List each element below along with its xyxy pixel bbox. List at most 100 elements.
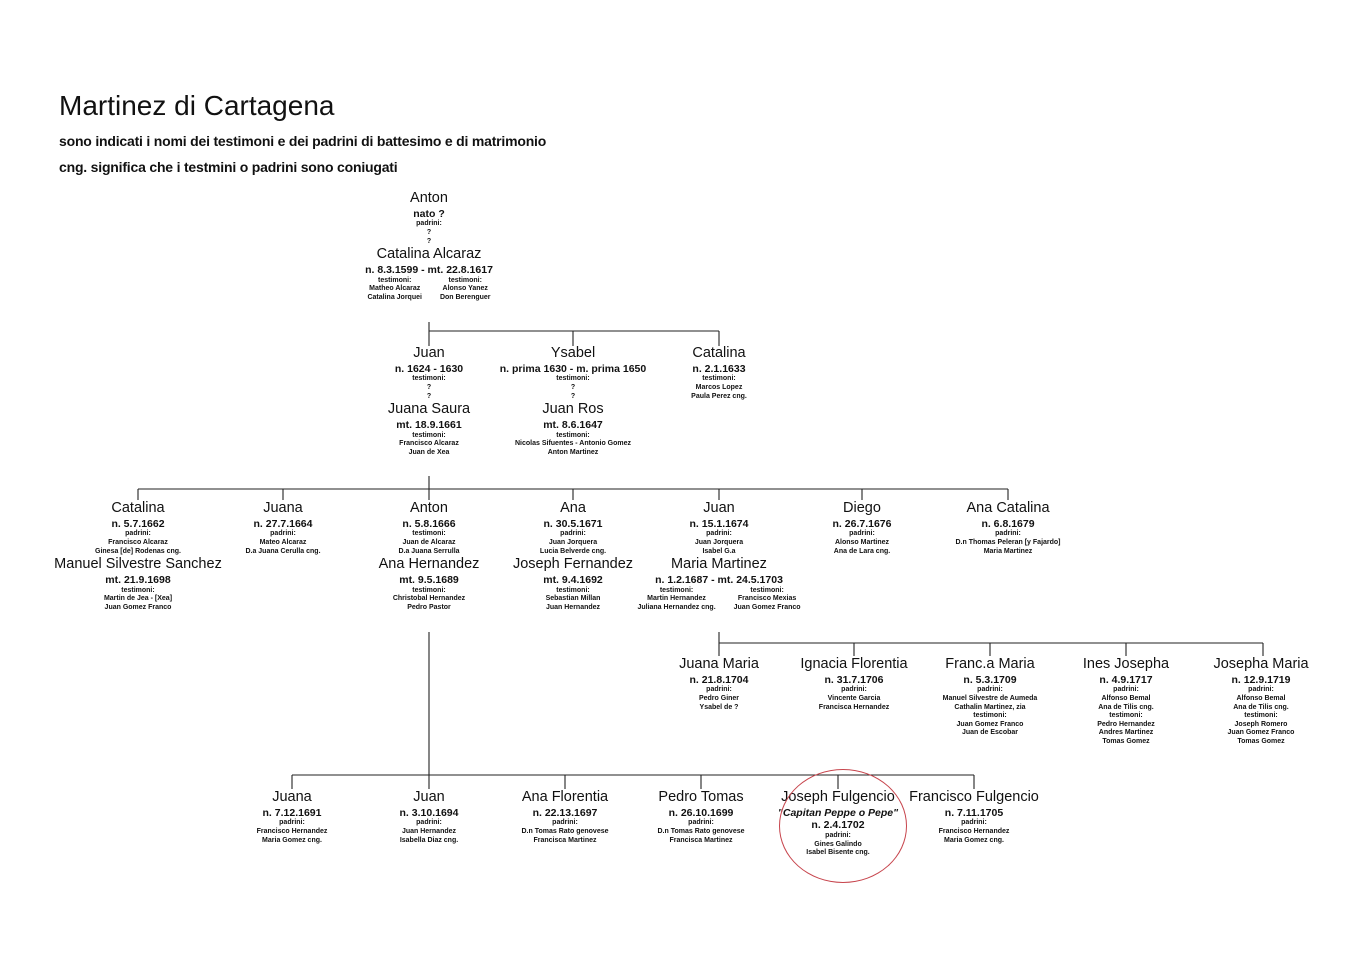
witness: ? [570,392,576,400]
role-label: testimoni: [412,431,446,439]
highlight-circle [779,769,907,883]
person-name: Juana [263,500,303,516]
person-anton-root: Anton nato ? padrini: ? ? Catalina Alcar… [365,190,493,302]
witness: Ana de Lara cng. [833,547,891,555]
spouse-dates: n. 8.3.1599 - mt. 22.8.1617 [365,263,493,276]
person-dates: n. 1624 - 1630 [394,362,464,375]
person-dates: n. 6.8.1679 [981,517,1035,530]
witness: Francisca Martinez [669,836,733,844]
witness: Manuel Silvestre de Aumeda [942,695,1038,703]
role-label: testimoni: [412,375,446,383]
witness-columns: testimoni: Matheo Alcaraz Catalina Jorqu… [365,277,493,303]
person-catalina-gen3: Catalina n. 5.7.1662 padrini: Francisco … [54,500,222,612]
person-ines-josepha: Ines Josepha n. 4.9.1717 padrini: Alfons… [1083,656,1169,746]
witness: Juan Gomez Franco [733,603,801,611]
role-label: padrini: [688,819,714,827]
witness: Pedro Giner [698,695,740,703]
witness: ? [426,237,432,245]
witness: Francisco Hernandez [938,828,1010,836]
witness: Maria Gomez cng. [944,836,1004,844]
role-label: testimoni: [121,586,155,594]
role-label: padrini: [849,530,875,538]
witness: Mateo Alcaraz [259,539,307,547]
person-juan-gen2: Juan n. 1624 - 1630 testimoni: ? ? Juana… [388,345,470,457]
witness: Maria Martinez [983,547,1033,555]
person-name: Diego [843,500,881,516]
person-dates: n. 12.9.1719 [1231,673,1291,686]
witness: Pedro Pastor [407,603,451,611]
witness: Juan Gomez Franco [956,720,1024,728]
witness: Sebastian Millan [545,595,601,603]
person-pedro-tomas: Pedro Tomas n. 26.10.1699 padrini: D.n T… [657,789,744,845]
witness: Juan Hernandez [401,828,457,836]
role-label: padrini: [560,530,586,538]
person-dates: nato ? [413,207,445,220]
person-juan-gen4: Juan n. 3.10.1694 padrini: Juan Hernande… [400,789,459,845]
person-dates: n. 2.1.1633 [692,362,746,375]
witness: Alfonso Bemal [1236,695,1286,703]
witness: Martin Hernandez [647,595,706,603]
person-juana-gen4: Juana n. 7.12.1691 padrini: Francisco He… [257,789,328,845]
witness: Paula Perez cng. [691,392,747,400]
person-dates: n. 31.7.1706 [824,673,884,686]
witness: Alfonso Bemal [1101,695,1151,703]
role-label: padrini: [995,530,1021,538]
role-label: testimoni: [377,276,412,284]
person-dates: n. 21.8.1704 [689,673,749,686]
witness: Maria Gomez cng. [262,836,322,844]
witness: Ana de Tilis cng. [1098,703,1154,711]
witness: Matheo Alcaraz [369,285,421,293]
witness: Juliana Hernandez cng. [637,603,716,611]
role-label: testimoni: [973,712,1007,720]
spouse-name: Juan Ros [542,401,604,418]
person-dates: n. prima 1630 - m. prima 1650 [499,362,647,375]
role-label: padrini: [416,220,442,228]
role-label: padrini: [416,819,442,827]
person-diego: Diego n. 26.7.1676 padrini: Alonso Marti… [833,500,892,556]
person-dates: n. 4.9.1717 [1099,673,1153,686]
person-dates: n. 22.13.1697 [532,806,598,819]
witness: Marcos Lopez [695,384,743,392]
person-juan-gen3: Juan n. 15.1.1674 padrini: Juan Jorquera… [637,500,800,612]
witness: Juan Hernandez [545,603,601,611]
witness: Martin de Jea - [Xea] [103,595,173,603]
witness: ? [426,384,432,392]
spouse-dates: mt. 18.9.1661 [396,418,462,431]
person-ysabel: Ysabel n. prima 1630 - m. prima 1650 tes… [500,345,647,457]
role-label: testimoni: [556,375,590,383]
person-dates: n. 5.8.1666 [402,517,456,530]
person-name: Josepha Maria [1213,656,1309,672]
witness: Francisco Hernandez [256,828,328,836]
witness: Christobal Hernandez [392,595,466,603]
person-name: Juan [703,500,735,516]
role-label: testimoni: [1109,712,1143,720]
person-juana-gen3: Juana n. 27.7.1664 padrini: Mateo Alcara… [245,500,320,556]
witness: D.a Juana Serrulla [398,547,460,555]
witness: D.a Juana Cerulla cng. [245,547,321,555]
role-label: testimoni: [1244,712,1278,720]
witness: Francisco Alcaraz [108,539,168,547]
person-dates: n. 15.1.1674 [689,517,749,530]
person-name: Ana [560,500,586,516]
role-label: testimoni: [412,586,446,594]
witness: Juan de Xea [408,448,450,456]
role-label: padrini: [961,819,987,827]
witness: ? [426,392,432,400]
spouse-name: Maria Martinez [671,556,767,573]
witness: Juan Jorquera [548,539,598,547]
witness: Tomas Gomez [1102,737,1150,745]
role-label: padrini: [270,530,296,538]
witness: Catalina Jorquei [367,293,422,301]
role-label: padrini: [706,686,732,694]
person-dates: n. 5.3.1709 [963,673,1017,686]
role-label: padrini: [841,686,867,694]
role-label: padrini: [1248,686,1274,694]
role-label: padrini: [279,819,305,827]
witness: D.n Thomas Peleran [y Fajardo] [955,539,1061,547]
person-francisco-fulgencio: Francisco Fulgencio n. 7.11.1705 padrini… [909,789,1039,845]
subtitle-line-2: cng. significa che i testmini o padrini … [59,159,398,175]
witness-columns: testimoni: Martin Hernandez Juliana Hern… [637,587,800,613]
person-name: Catalina [111,500,165,516]
witness: D.n Tomas Rato genovese [521,828,609,836]
role-label: padrini: [977,686,1003,694]
